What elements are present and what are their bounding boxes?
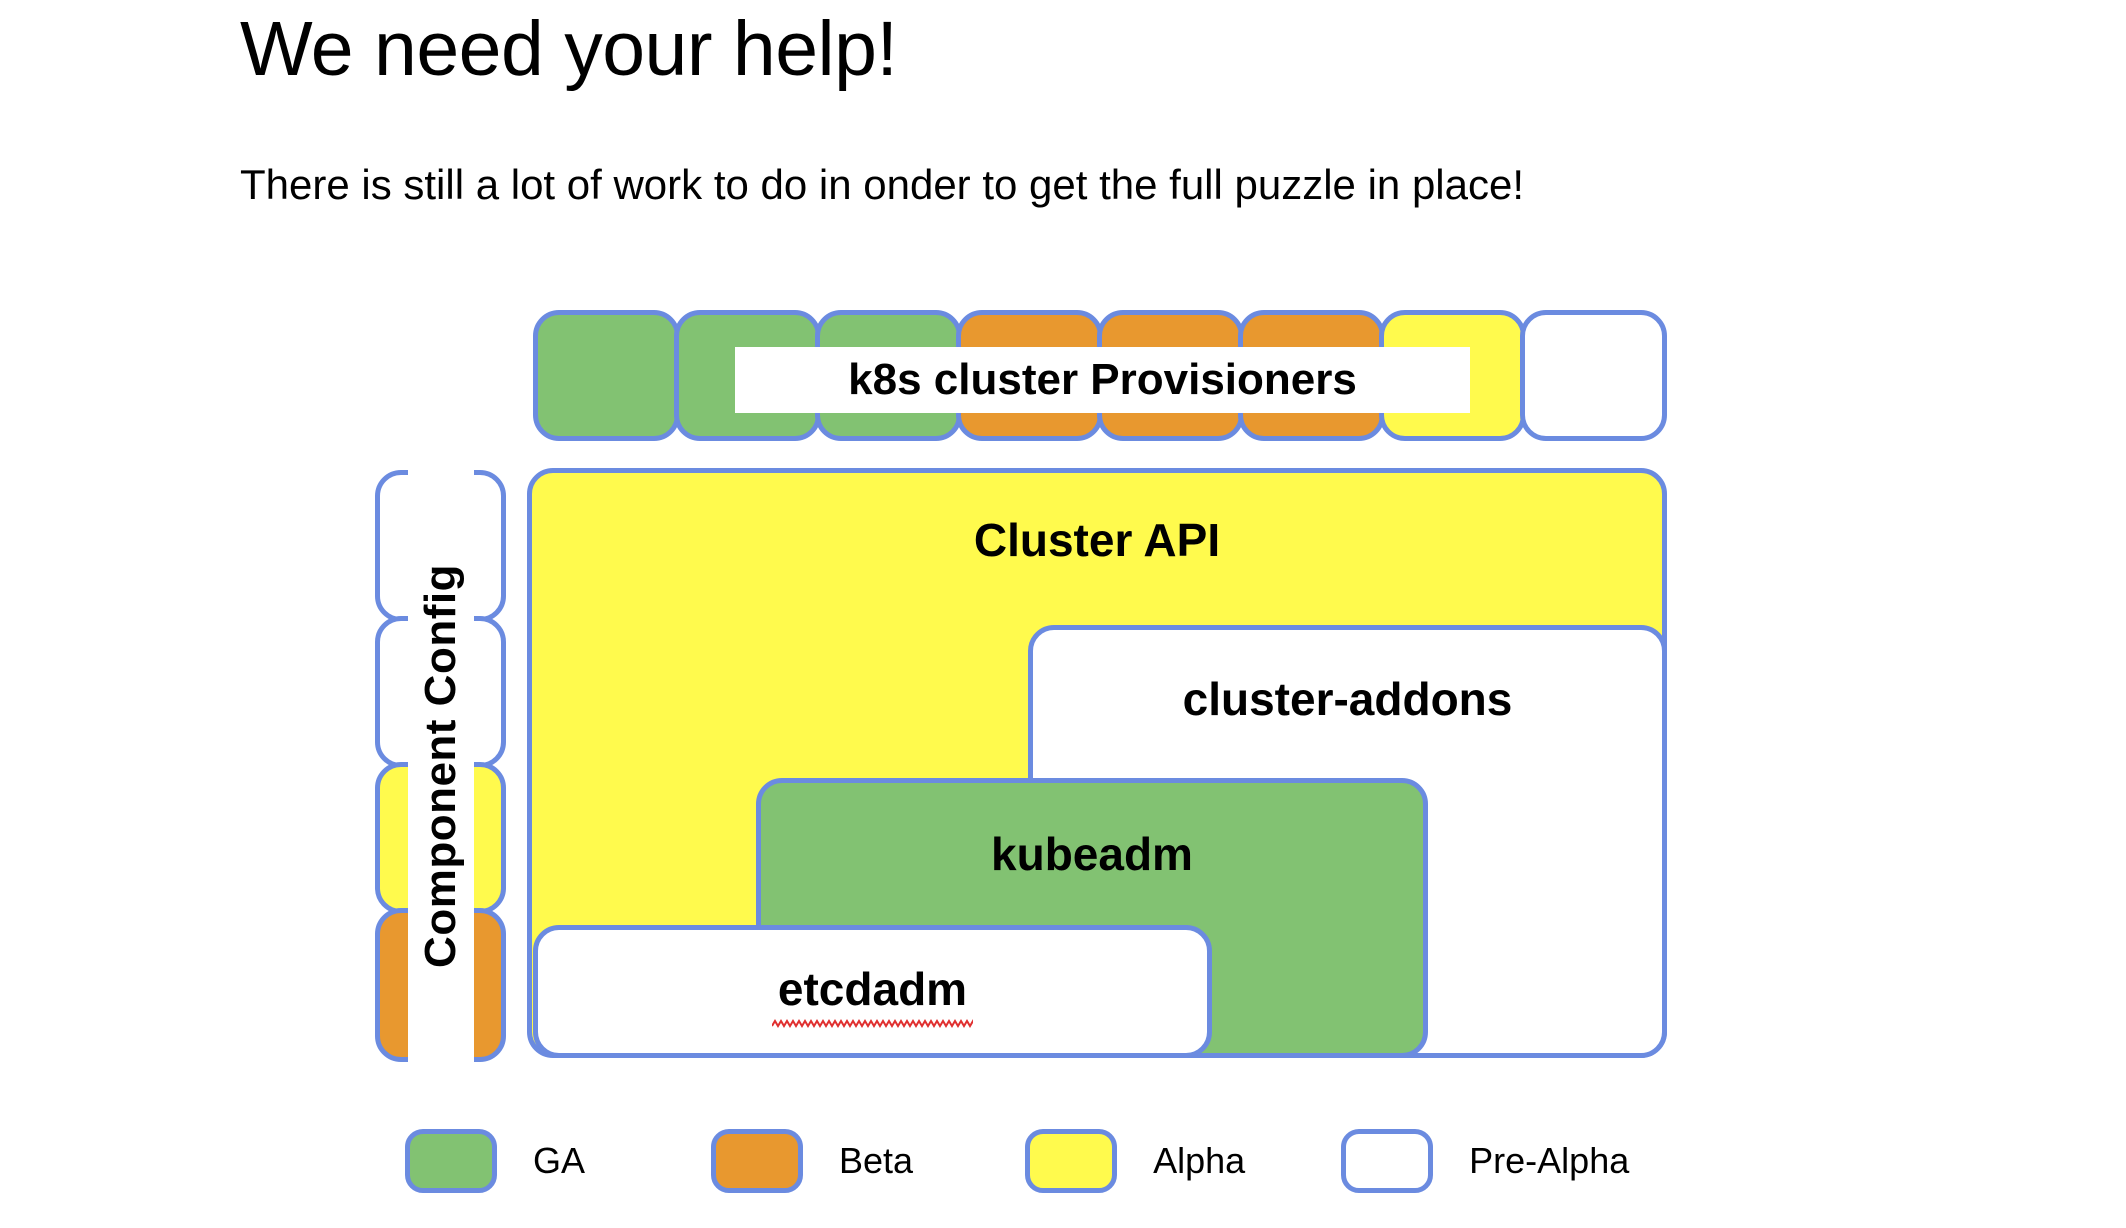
legend-label-alpha: Alpha — [1153, 1140, 1246, 1181]
page-subtitle: There is still a lot of work to do in on… — [240, 161, 1525, 208]
legend-item-pre-alpha: Pre-Alpha — [1341, 1125, 1629, 1197]
legend-swatch-alpha — [1025, 1129, 1118, 1193]
provisioner-cell-8[interactable] — [1520, 310, 1667, 441]
legend-item-beta: Beta — [711, 1125, 913, 1197]
node-cluster-api-label: Cluster API — [973, 514, 1221, 566]
legend-swatch-pre-alpha — [1341, 1129, 1434, 1193]
legend-label-ga: GA — [533, 1140, 586, 1181]
legend-label-beta: Beta — [839, 1140, 914, 1181]
component-config-column: Component Config — [375, 470, 506, 1062]
node-cluster-addons-label: cluster-addons — [1182, 673, 1513, 725]
node-etcdadm-label-wrap: etcdadm — [538, 962, 1207, 1028]
component-config-label: Component Config — [416, 564, 466, 968]
provisioner-cell-1[interactable] — [533, 310, 680, 441]
legend: GA Beta Alpha Pre-Alpha — [405, 1125, 1629, 1197]
node-etcdadm[interactable]: etcdadm — [533, 925, 1212, 1058]
provisioners-row: k8s cluster Provisioners — [533, 310, 1667, 441]
legend-swatch-ga — [405, 1129, 497, 1193]
node-etcdadm-label: etcdadm — [777, 963, 968, 1015]
legend-swatch-beta — [711, 1129, 804, 1193]
legend-label-pre-alpha: Pre-Alpha — [1469, 1140, 1630, 1181]
spellcheck-squiggle-icon — [771, 1019, 974, 1028]
page-title: We need your help! — [240, 6, 898, 92]
provisioners-label: k8s cluster Provisioners — [735, 347, 1470, 413]
legend-item-ga: GA — [405, 1125, 585, 1197]
component-config-label-band: Component Config — [408, 470, 474, 1062]
node-kubeadm-label: kubeadm — [991, 828, 1193, 880]
legend-item-alpha: Alpha — [1025, 1125, 1245, 1197]
